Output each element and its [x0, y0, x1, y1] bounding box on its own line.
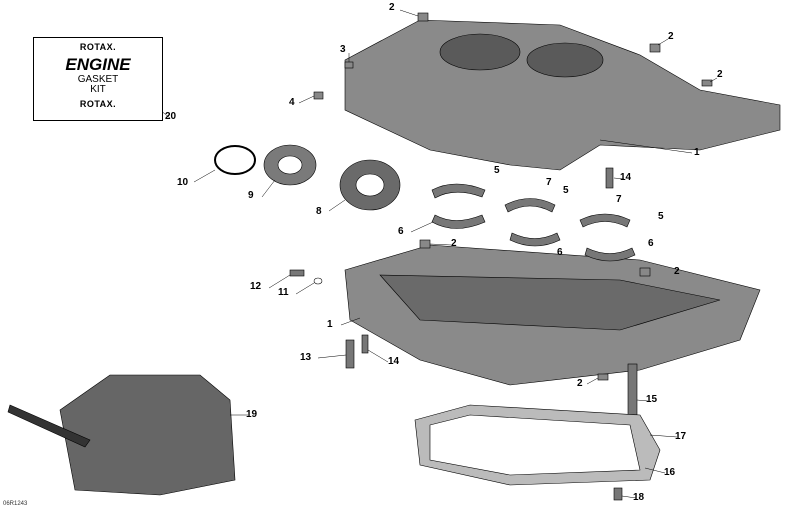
callout[interactable]: 2 — [577, 378, 583, 389]
bearing-half — [431, 183, 486, 199]
callout[interactable]: 14 — [388, 356, 400, 367]
callout[interactable]: 7 — [546, 177, 552, 188]
cylinder-bore — [526, 42, 604, 78]
callout[interactable]: 5 — [563, 185, 569, 196]
callout[interactable]: 6 — [398, 226, 404, 237]
kit-line-1: GASKET — [77, 74, 119, 85]
callout[interactable]: 2 — [668, 31, 674, 42]
callout[interactable]: 18 — [633, 492, 645, 503]
drawing-code: 06R1243 — [3, 501, 28, 507]
bearing-half — [584, 247, 636, 262]
callout[interactable]: 7 — [616, 194, 622, 205]
engine-assembly — [59, 374, 236, 496]
callout[interactable]: 14 — [620, 172, 632, 183]
callout[interactable]: 6 — [557, 247, 563, 258]
callout[interactable]: 1 — [327, 319, 333, 330]
callout[interactable]: 12 — [250, 281, 262, 292]
kit-line-2: KIT — [90, 84, 106, 95]
bearing-half — [509, 232, 561, 247]
callout[interactable]: 20 — [165, 111, 177, 122]
callout[interactable]: 17 — [675, 431, 687, 442]
retaining-ring — [214, 145, 256, 175]
upper-crankcase — [344, 19, 781, 171]
callout[interactable]: 11 — [278, 287, 289, 298]
callout[interactable]: 3 — [340, 44, 346, 55]
callout[interactable]: 2 — [674, 266, 680, 277]
callout[interactable]: 15 — [646, 394, 658, 405]
callout[interactable]: 9 — [248, 190, 254, 201]
callout[interactable]: 2 — [717, 69, 723, 80]
bearing-half — [579, 213, 631, 228]
kit-title: ENGINE — [65, 55, 131, 74]
callout[interactable]: 2 — [451, 238, 457, 249]
callout[interactable]: 10 — [177, 177, 189, 188]
callout[interactable]: 5 — [494, 165, 500, 176]
callout[interactable]: 19 — [246, 409, 258, 420]
callout[interactable]: 6 — [648, 238, 654, 249]
callout[interactable]: 13 — [300, 352, 312, 363]
callout[interactable]: 2 — [389, 2, 395, 13]
callout[interactable]: 4 — [289, 97, 295, 108]
callout[interactable]: 5 — [658, 211, 664, 222]
gasket-kit-box: ROTAX. ENGINE GASKET KIT ROTAX. — [33, 37, 163, 121]
callout[interactable]: 1 — [694, 147, 700, 158]
callout[interactable]: 8 — [316, 206, 322, 217]
cylinder-bore — [439, 33, 521, 71]
bearing-half — [431, 214, 486, 229]
kit-brand-logo: ROTAX. — [79, 99, 117, 109]
kit-brand-logo: ROTAX. — [79, 42, 117, 52]
callout[interactable]: 16 — [664, 467, 676, 478]
bearing-half — [504, 198, 556, 213]
